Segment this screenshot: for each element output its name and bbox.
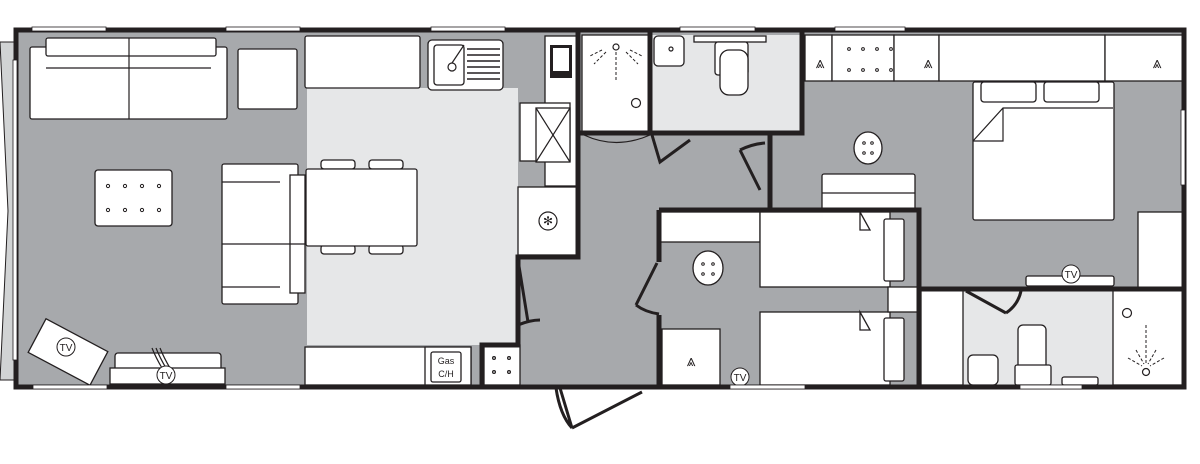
dressing-table: [821, 173, 916, 211]
ensuite-shower: [1112, 289, 1184, 386]
toilet: [653, 35, 767, 96]
microwave-icon: [550, 45, 572, 78]
tv-shelf-master: TV: [1025, 264, 1115, 287]
double-bed: [972, 81, 1115, 221]
stool: [692, 250, 724, 286]
dining-table: [305, 159, 418, 255]
hanger-icon: ⩓: [686, 353, 695, 370]
wardrobes: ⩓ ⩓ ⩓: [804, 34, 1186, 82]
base-units: Gas C/H: [304, 346, 472, 386]
hanger-icon: ⩓: [923, 55, 932, 72]
hanger-icon: ⩓: [1152, 55, 1161, 72]
boiler-label: C/H: [438, 369, 454, 379]
windows: [12, 26, 1186, 390]
hanger-icon: ⩓: [815, 55, 824, 72]
tv-label: TV: [160, 371, 173, 382]
stool: [853, 131, 883, 165]
ensuite-toilet: [967, 324, 1099, 386]
boiler-label: Gas: [438, 356, 455, 366]
counter: [304, 35, 421, 89]
tv-label: TV: [60, 343, 73, 354]
front-door[interactable]: [554, 387, 643, 430]
coffee-table: [94, 169, 173, 227]
doors: [516, 134, 1023, 430]
meter-cupboard: [483, 344, 521, 386]
walls: [13, 27, 1187, 390]
fridge: ✻: [517, 186, 579, 256]
sofa: [29, 37, 228, 120]
armchair-sofa: [221, 163, 306, 305]
shelf: [659, 211, 761, 243]
cupboard: [920, 289, 964, 386]
hitch-panel: [0, 41, 16, 381]
single-bed-upper: [759, 209, 905, 288]
bedside-unit: [887, 286, 919, 313]
side-table: [237, 48, 298, 110]
fireplace: TV: [109, 347, 226, 385]
bedside-unit: [1137, 211, 1184, 289]
sink: [427, 39, 504, 91]
tv-label: TV: [1065, 270, 1078, 281]
tv-cabinet-corner: TV: [27, 317, 109, 387]
shower: [581, 34, 651, 133]
wardrobe-twin: ⩓: [661, 328, 721, 386]
hob-icon: [519, 102, 571, 163]
single-bed-lower: [759, 309, 905, 386]
tv-label: TV: [734, 373, 747, 384]
tv-twin: TV: [730, 367, 750, 387]
snowflake-icon: ✻: [543, 214, 553, 228]
